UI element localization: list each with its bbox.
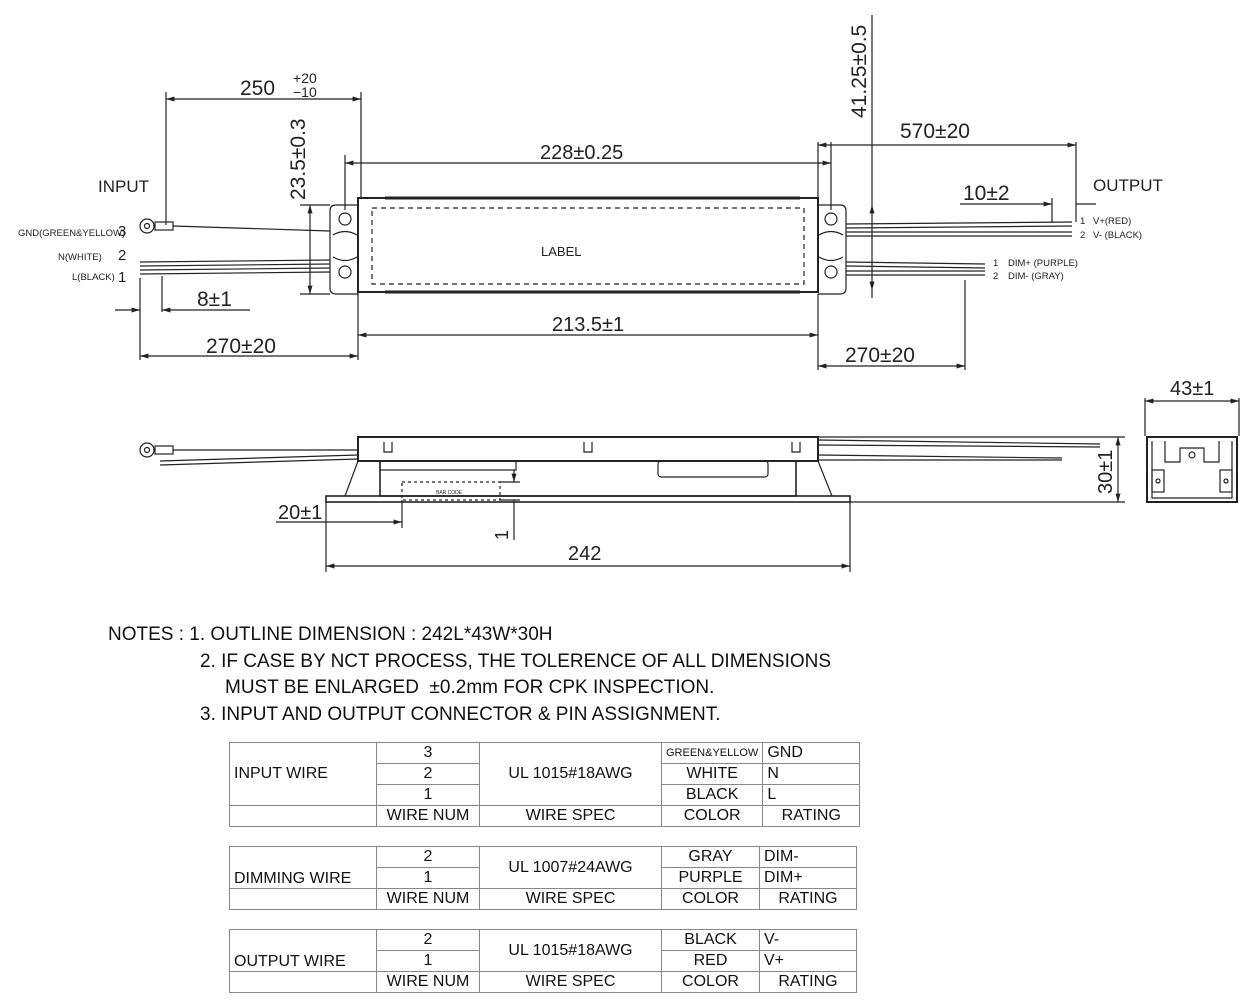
input-color-2: WHITE <box>660 763 764 785</box>
input-rating-1: L <box>762 784 861 806</box>
dimming-wire-spec: UL 1007#24AWG <box>479 846 662 889</box>
note-line-2: 2. IF CASE BY NCT PROCESS, THE TOLERENCE… <box>200 650 832 672</box>
dim-43: 43±1 <box>1170 378 1214 400</box>
dim-30: 30±1 <box>1095 450 1117 494</box>
input-wire-table: INPUT WIRE 3 UL 1015#18AWG GREEN&YELLOW … <box>229 742 861 827</box>
input-header-spec: WIRE SPEC <box>479 805 662 827</box>
dim2-label: DIM- (GRAY) <box>1008 271 1064 282</box>
input-wire-name: INPUT WIRE <box>229 742 377 806</box>
dim-1: 1 <box>492 530 512 540</box>
dim-250-tol-minus: −10 <box>293 84 317 100</box>
dimming-wire-table: DIMMING WIRE 2 UL 1007#24AWG GRAY DIM- 1… <box>229 846 857 910</box>
output-num-1: 1 <box>376 950 480 972</box>
end-view <box>1144 398 1240 503</box>
input-rating-2: N <box>762 763 861 785</box>
output-header-rating: RATING <box>759 971 857 993</box>
input-header-num: WIRE NUM <box>376 805 480 827</box>
dim-270-right: 270±20 <box>845 344 915 367</box>
output-header-color: COLOR <box>661 971 760 993</box>
dim-250-tol-plus: +20 <box>293 70 317 86</box>
output-header-spec: WIRE SPEC <box>479 971 662 993</box>
out2-label: V- (BLACK) <box>1093 230 1142 241</box>
note-line-4: 3. INPUT AND OUTPUT CONNECTOR & PIN ASSI… <box>200 703 721 725</box>
output-num-2: 2 <box>376 929 480 951</box>
barcode-area <box>401 481 501 501</box>
dimming-color-1: PURPLE <box>661 867 760 889</box>
dimming-color-2: GRAY <box>661 846 760 868</box>
right-ear <box>818 204 847 295</box>
input-label: INPUT <box>98 177 149 196</box>
dim-270-left: 270±20 <box>206 335 276 358</box>
gnd-wire-num: 3 <box>118 223 126 240</box>
input-wire-spec: UL 1015#18AWG <box>479 742 662 806</box>
output-label: OUTPUT <box>1093 176 1163 195</box>
output-color-2: BLACK <box>661 929 760 951</box>
n-wire-num: 2 <box>118 247 126 264</box>
output-wire-spec: UL 1015#18AWG <box>479 929 662 972</box>
input-color-3: GREEN&YELLOW <box>660 742 764 764</box>
dim-242: 242 <box>568 543 601 565</box>
dim-570: 570±20 <box>900 120 970 143</box>
output-wires <box>845 221 1073 276</box>
mechanical-drawing: 250 +20 −10 23.5±0.3 228±0.25 41.25±0.5 … <box>18 15 1240 572</box>
dimming-wire-name: DIMMING WIRE <box>229 846 377 889</box>
output-rating-1: V+ <box>759 950 857 972</box>
out1-num: 1 <box>1080 216 1085 227</box>
dim-8: 8±1 <box>197 288 232 311</box>
side-view <box>139 436 1125 572</box>
dim1-label: DIM+ (PURPLE) <box>1008 258 1078 269</box>
dim-250: 250 <box>240 77 275 100</box>
side-cover <box>357 436 819 462</box>
dimming-rating-1: DIM+ <box>759 867 857 889</box>
output-wire-name: OUTPUT WIRE <box>229 929 377 972</box>
dimming-header-num: WIRE NUM <box>376 888 480 910</box>
mounting-plate <box>325 495 851 503</box>
input-rating-3: GND <box>762 742 861 764</box>
dimming-num-2: 2 <box>376 846 480 868</box>
dim-213-5: 213.5±1 <box>552 314 624 336</box>
dimming-rating-2: DIM- <box>759 846 857 868</box>
out2-num: 2 <box>1080 230 1085 241</box>
output-wire-table: OUTPUT WIRE 2 UL 1015#18AWG BLACK V- 1 R… <box>229 929 857 993</box>
input-header-color: COLOR <box>660 805 764 827</box>
dim-41-25: 41.25±0.5 <box>848 25 871 118</box>
note-line-3: MUST BE ENLARGED ±0.2mm FOR CPK INSPECTI… <box>225 677 715 698</box>
input-num-2: 2 <box>376 763 480 785</box>
dim1-num: 1 <box>993 258 998 269</box>
input-wires <box>139 218 331 275</box>
dim-228: 228±0.25 <box>540 142 623 164</box>
note-line-1: NOTES : 1. OUTLINE DIMENSION : 242L*43W*… <box>108 624 553 645</box>
input-num-1: 1 <box>376 784 480 806</box>
dim-10: 10±2 <box>963 182 1010 205</box>
output-color-1: RED <box>661 950 760 972</box>
dimming-header-spec: WIRE SPEC <box>479 888 662 910</box>
gnd-wire-label: GND(GREEN&YELLOW) <box>18 228 125 239</box>
label-area <box>371 207 805 285</box>
input-color-1: BLACK <box>660 784 764 806</box>
dim-23-5: 23.5±0.3 <box>287 118 310 200</box>
dim2-num: 2 <box>993 271 998 282</box>
case-body <box>357 197 819 293</box>
output-header-num: WIRE NUM <box>376 971 480 993</box>
barcode-text: BAR CODE <box>436 490 463 496</box>
top-view <box>115 15 1096 370</box>
out1-label: V+(RED) <box>1093 216 1131 227</box>
dimming-header-color: COLOR <box>661 888 760 910</box>
dim-20: 20±1 <box>278 502 322 524</box>
l-wire-num: 1 <box>118 269 126 286</box>
n-wire-label: N(WHITE) <box>58 252 102 263</box>
input-num-3: 3 <box>376 742 480 764</box>
l-wire-label: L(BLACK) <box>72 272 115 283</box>
notes: NOTES : 1. OUTLINE DIMENSION : 242L*43W*… <box>108 622 831 728</box>
dimming-num-1: 1 <box>376 867 480 889</box>
label-area-text: LABEL <box>541 244 581 259</box>
output-rating-2: V- <box>759 929 857 951</box>
input-header-rating: RATING <box>762 805 861 827</box>
left-ear <box>329 204 358 295</box>
dimming-header-rating: RATING <box>759 888 857 910</box>
